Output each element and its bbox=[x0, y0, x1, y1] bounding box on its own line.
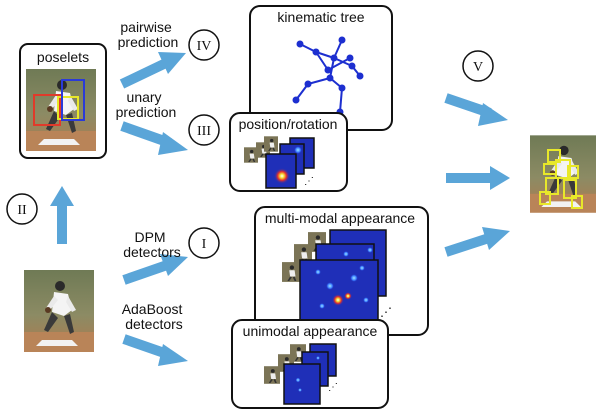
position-rotation-box: position/rotation ⋰ bbox=[229, 112, 348, 192]
adaboost-label-line1: AdaBoost bbox=[122, 301, 183, 317]
step-iii: III bbox=[188, 114, 220, 146]
kinematic-tree-box: kinematic tree bbox=[249, 5, 393, 131]
pairwise-label-line2: prediction bbox=[118, 34, 179, 50]
heatmap-stack: ⋰ bbox=[264, 343, 338, 405]
unary-label-line1: unary bbox=[127, 89, 162, 105]
step-i: I bbox=[188, 227, 220, 259]
kinematic-tree-skeleton bbox=[292, 36, 364, 116]
flow-arrows bbox=[50, 52, 510, 366]
baseball-player-photo bbox=[26, 69, 96, 151]
adaboost-label-line2: detectors bbox=[125, 316, 183, 332]
block-arrow-icon bbox=[444, 227, 510, 257]
pose-overlay bbox=[539, 149, 583, 209]
svg-text:pairwise prediction: pairwise prediction bbox=[118, 19, 179, 50]
svg-text:III: III bbox=[197, 124, 211, 139]
block-arrow-icon bbox=[50, 186, 74, 244]
block-arrow-icon bbox=[122, 334, 188, 366]
poselets-title: poselets bbox=[37, 49, 89, 65]
svg-text:II: II bbox=[17, 203, 27, 218]
svg-text:⋰: ⋰ bbox=[380, 305, 392, 319]
multimodal-title: multi-modal appearance bbox=[265, 210, 415, 226]
position-rotation-title: position/rotation bbox=[239, 116, 338, 132]
block-arrow-icon bbox=[120, 121, 188, 155]
svg-text:⋰: ⋰ bbox=[304, 176, 314, 187]
unary-label-line2: prediction bbox=[116, 104, 177, 120]
arrow-labels: pairwise prediction unary prediction DPM… bbox=[116, 19, 187, 332]
block-arrow-icon bbox=[122, 254, 188, 285]
svg-text:AdaBoost detectors: AdaBoost detectors bbox=[122, 301, 187, 332]
svg-text:unary prediction: unary prediction bbox=[116, 89, 177, 120]
heatmap-stack: ⋰ bbox=[244, 136, 315, 189]
svg-text:IV: IV bbox=[197, 39, 212, 54]
input-photo bbox=[24, 270, 94, 352]
poselets-box: poselets bbox=[19, 43, 107, 159]
svg-text:V: V bbox=[473, 60, 483, 75]
step-ii: II bbox=[6, 193, 38, 225]
output-photo bbox=[530, 135, 596, 213]
multimodal-box: multi-modal appearance ⋰ bbox=[254, 206, 429, 336]
block-arrow-icon bbox=[444, 93, 508, 126]
kinematic-tree-title: kinematic tree bbox=[277, 9, 364, 25]
heatmap-stack: ⋰ bbox=[282, 229, 392, 323]
svg-text:⋰: ⋰ bbox=[328, 382, 338, 393]
step-iv: IV bbox=[188, 29, 220, 61]
unimodal-box: unimodal appearance ⋰ bbox=[231, 319, 389, 409]
svg-text:DPM detectors: DPM detectors bbox=[123, 229, 181, 260]
dpm-label-line1: DPM bbox=[134, 229, 165, 245]
svg-text:I: I bbox=[202, 237, 207, 252]
dpm-label-line2: detectors bbox=[123, 244, 181, 260]
block-arrow-icon bbox=[119, 52, 186, 89]
pairwise-label-line1: pairwise bbox=[120, 19, 172, 35]
block-arrow-icon bbox=[446, 166, 510, 190]
unimodal-title: unimodal appearance bbox=[243, 323, 378, 339]
step-v: V bbox=[462, 50, 494, 82]
step-circles: IV III II I V bbox=[6, 29, 494, 259]
